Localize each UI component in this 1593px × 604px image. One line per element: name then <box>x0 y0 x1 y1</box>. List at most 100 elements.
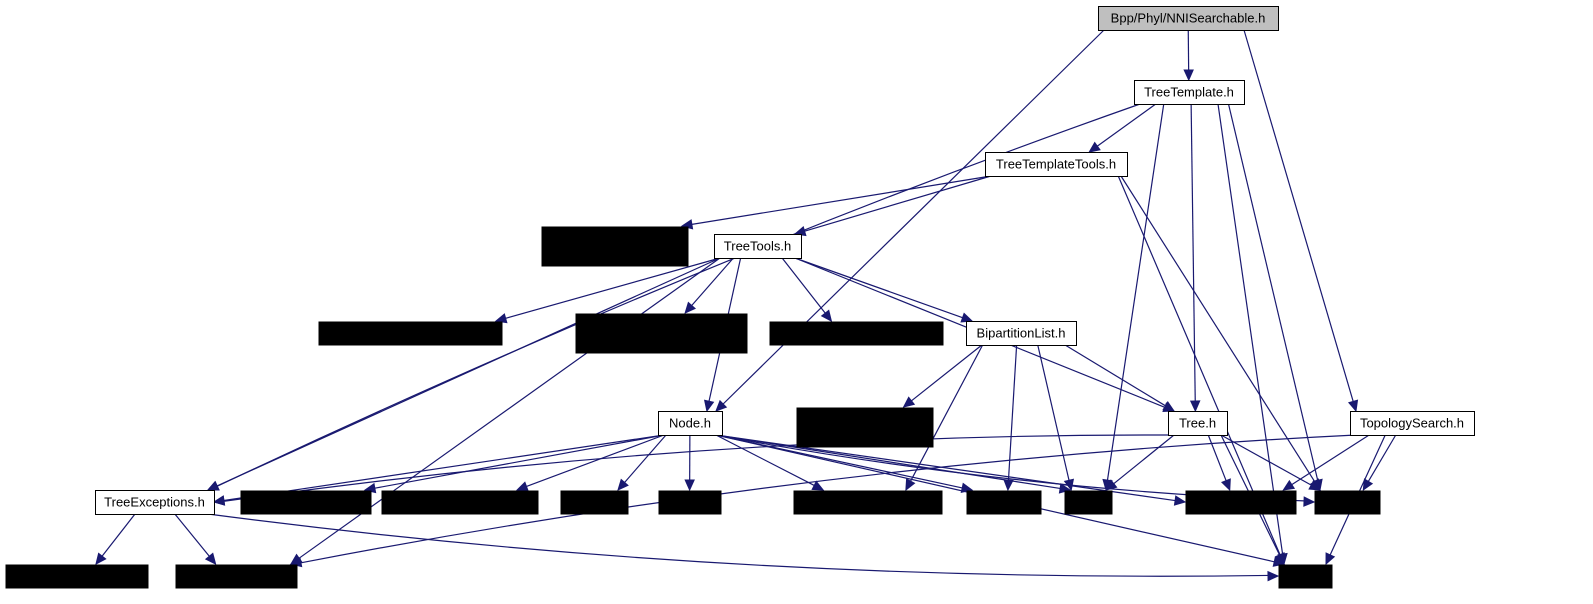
node-box <box>175 564 298 589</box>
edge-nnisearchable-to-node <box>722 29 1105 405</box>
node-box <box>1278 564 1333 589</box>
node-label: TreeExceptions.h <box>104 495 205 510</box>
edge-treetools-to-vectortools <box>505 257 721 319</box>
edge-treetools-to-exceptions <box>298 257 721 559</box>
node-label: TreeTools.h <box>724 239 791 254</box>
node-clonable: Bpp/Clonable.h <box>1185 490 1297 515</box>
arrowhead-treetools-to-bipartitionlist <box>960 312 974 323</box>
node-box <box>966 490 1042 515</box>
edge-treeexceptions-to-string <box>207 513 1269 577</box>
node-box <box>318 321 503 346</box>
node-box <box>1185 490 1297 515</box>
arrowhead-node-to-number <box>515 481 529 492</box>
edge-nnisearchable-to-topologysearch <box>1243 29 1354 402</box>
node-label: Bpp/Text/TextTools.h <box>17 569 136 584</box>
node-algorithm: algorithm <box>966 490 1042 515</box>
edge-node-to-number <box>526 434 665 488</box>
edge-node-to-bppstring <box>374 434 665 489</box>
edge-tree-to-vector <box>1220 434 1312 486</box>
node-treetemplate[interactable]: TreeTemplate.h <box>1134 80 1245 105</box>
node-box <box>985 152 1128 177</box>
node-bppstring: Bpp/BppString.h <box>240 490 372 515</box>
edge-bipartitionlist-to-maptools <box>910 344 984 482</box>
node-map: map <box>1064 490 1113 515</box>
node-label: TreeTemplate.h <box>1144 85 1234 100</box>
arrowhead-tree-to-map <box>1105 479 1118 491</box>
node-box <box>541 226 689 267</box>
node-vector: vector <box>1314 490 1381 515</box>
arrowhead-tree-to-treeexceptions <box>212 495 226 506</box>
arrowhead-tree-to-string <box>1274 552 1285 566</box>
node-label: SiteContainer.h <box>617 333 706 348</box>
node-label: vector <box>1329 495 1365 510</box>
node-label: TopologySearch.h <box>1360 416 1464 431</box>
edge-tree-to-clonable <box>1207 434 1227 481</box>
node-label: Tree.h <box>1179 416 1216 431</box>
node-label: TreeTemplateTools.h <box>996 157 1116 172</box>
node-box <box>658 490 722 515</box>
node-label: algorithm <box>977 495 1030 510</box>
node-box <box>1314 490 1381 515</box>
edge-topologysearch-to-clonable <box>1291 434 1370 486</box>
arrowhead-treetools-to-vectorsitecontainer <box>684 301 697 314</box>
node-label: Bpp/BppString.h <box>258 495 353 510</box>
node-label: Bpp/Phyl/NNISearchable.h <box>1111 11 1266 26</box>
node-label: Bpp/Seq/DistanceMatrix.h <box>781 326 931 341</box>
edge-treetools-to-vectorsitecontainer <box>691 257 734 306</box>
node-box <box>1098 6 1279 31</box>
node-box <box>1134 80 1245 105</box>
node-maptools: Bpp/Utils/MapTools.h <box>793 490 943 515</box>
arrowhead-treeexceptions-to-texttools <box>95 552 107 565</box>
node-label: /RandomTools.h <box>568 246 662 261</box>
arrowhead-nnisearchable-to-node <box>715 399 728 412</box>
arrowhead-treetemplate-to-treetemplatetools <box>1088 141 1101 153</box>
node-label: map <box>1075 495 1100 510</box>
arrowhead-bipartitionlist-to-maptools <box>905 478 916 492</box>
node-treetemplatetools[interactable]: TreeTemplateTools.h <box>985 152 1128 177</box>
arrowhead-node-to-vector <box>1303 496 1316 507</box>
node-distancematrix: Bpp/Seq/DistanceMatrix.h <box>769 321 944 346</box>
arrowhead-node-to-cstddef <box>684 479 695 492</box>
node-matrix: Bpp/Numeric/Matrix/Matrix.h <box>796 407 934 448</box>
arrowhead-node-to-iostream <box>617 478 629 491</box>
edge-node-to-maptools <box>715 434 815 486</box>
edge-treetemplatetools-to-treetools <box>804 175 992 232</box>
node-bipartitionlist[interactable]: BipartitionList.h <box>966 321 1077 346</box>
node-treeexceptions[interactable]: TreeExceptions.h <box>95 490 215 515</box>
node-label: Bpp/Numeric/VectorTools.h <box>332 326 489 341</box>
node-iostream: iostream <box>560 490 629 515</box>
node-box <box>95 490 215 515</box>
arrowhead-treetools-to-vectortools <box>494 313 508 324</box>
node-nnisearchable[interactable]: Bpp/Phyl/NNISearchable.h <box>1098 6 1279 31</box>
node-box <box>575 313 748 354</box>
edge-node-to-iostream <box>624 434 667 483</box>
node-label: Bpp/Numeric/Matrix <box>807 412 922 427</box>
node-node[interactable]: Node.h <box>658 411 723 436</box>
arrowhead-node-to-maptools <box>811 480 825 491</box>
node-tree[interactable]: Tree.h <box>1168 411 1228 436</box>
arrowhead-treetools-to-node <box>703 399 715 413</box>
node-box <box>240 490 372 515</box>
node-label: Bpp/Numeric/Number.h <box>392 495 527 510</box>
arrowhead-bipartitionlist-to-matrix <box>902 396 916 408</box>
arrowhead-tree-to-vector <box>1308 480 1322 491</box>
edge-treetemplatetools-to-vector <box>1120 175 1316 482</box>
edge-treetemplate-to-treeexceptions <box>216 103 1141 487</box>
edge-topologysearch-to-vector <box>1367 434 1397 482</box>
edge-treeexceptions-to-exceptions <box>174 513 210 557</box>
edge-bipartitionlist-to-tree <box>1064 344 1166 407</box>
edge-treetemplate-to-tree <box>1190 103 1196 402</box>
node-topologysearch[interactable]: TopologySearch.h <box>1350 411 1475 436</box>
node-box <box>560 490 629 515</box>
node-label: Bpp/Exceptions.h <box>185 569 286 584</box>
node-label: cstddef <box>669 495 711 510</box>
node-treetools[interactable]: TreeTools.h <box>714 234 802 259</box>
edge-bipartitionlist-to-algorithm <box>1007 344 1018 481</box>
arrowhead-treetemplate-to-tree <box>1189 400 1201 413</box>
edge-treetools-to-treeexceptions <box>216 257 721 487</box>
node-texttools: Bpp/Text/TextTools.h <box>5 564 149 589</box>
node-label: Bpp/Utils/MapTools.h <box>806 495 928 510</box>
arrowhead-treetools-to-treeexceptions <box>206 480 220 491</box>
arrowhead-node-to-clonable <box>1173 495 1187 506</box>
